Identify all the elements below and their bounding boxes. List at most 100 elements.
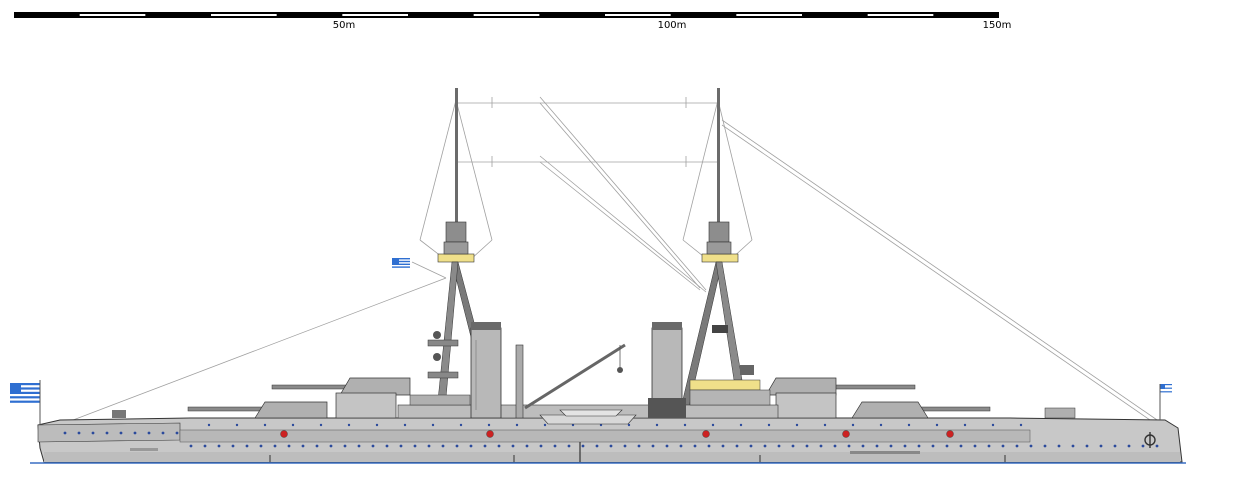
porthole <box>469 444 473 448</box>
porthole <box>217 444 221 448</box>
porthole <box>693 444 697 448</box>
casemate-emblem <box>842 430 850 438</box>
porthole <box>987 444 991 448</box>
greek-flag-fore <box>392 258 410 270</box>
porthole <box>1113 444 1117 448</box>
mainmast <box>677 88 743 421</box>
porthole <box>371 444 375 448</box>
porthole <box>455 444 459 448</box>
porthole <box>1019 423 1023 427</box>
boats <box>539 409 637 425</box>
scale-bar-segment <box>211 14 277 16</box>
porthole <box>553 444 557 448</box>
porthole <box>879 423 883 427</box>
porthole <box>679 444 683 448</box>
porthole <box>567 444 571 448</box>
casemate-emblem <box>486 430 494 438</box>
porthole <box>627 423 631 427</box>
porthole <box>403 423 407 427</box>
scale-bar-segment <box>736 14 802 16</box>
porthole <box>1029 444 1033 448</box>
porthole <box>357 444 361 448</box>
porthole <box>119 431 123 435</box>
scale-label-100m: 100m <box>658 20 687 31</box>
porthole <box>1057 444 1061 448</box>
porthole <box>287 444 291 448</box>
scale-bar-segment <box>473 14 540 16</box>
scale-bar-segment <box>79 14 146 16</box>
porthole <box>539 444 543 448</box>
porthole <box>581 444 585 448</box>
forward-turret-b <box>271 377 411 419</box>
porthole <box>487 423 491 427</box>
porthole <box>907 423 911 427</box>
porthole <box>739 423 743 427</box>
porthole <box>263 423 267 427</box>
porthole <box>767 423 771 427</box>
scale-bar-segment <box>342 14 408 16</box>
porthole <box>543 423 547 427</box>
scale-label-50m: 50m <box>333 20 355 31</box>
porthole <box>375 423 379 427</box>
porthole <box>413 444 417 448</box>
porthole <box>1085 444 1089 448</box>
porthole <box>147 431 151 435</box>
casemate-emblem <box>946 430 954 438</box>
red-emblems <box>280 430 954 438</box>
deck-fittings <box>112 407 1076 419</box>
greek-flag <box>10 380 41 425</box>
porthole <box>315 444 319 448</box>
porthole <box>777 444 781 448</box>
greek-flag-stern <box>1159 384 1172 420</box>
porthole <box>791 444 795 448</box>
porthole <box>91 431 95 435</box>
porthole <box>175 431 179 435</box>
porthole <box>833 444 837 448</box>
porthole <box>1001 444 1005 448</box>
porthole <box>935 423 939 427</box>
porthole <box>245 444 249 448</box>
aft-turret-b <box>851 401 991 419</box>
porthole <box>77 431 81 435</box>
porthole <box>497 444 501 448</box>
porthole <box>651 444 655 448</box>
porthole <box>319 423 323 427</box>
porthole <box>301 444 305 448</box>
casemate-emblem <box>280 430 288 438</box>
casemate-emblem <box>702 430 710 438</box>
porthole <box>973 444 977 448</box>
porthole <box>133 431 137 435</box>
porthole <box>959 444 963 448</box>
porthole <box>683 423 687 427</box>
porthole <box>665 444 669 448</box>
porthole <box>1099 444 1103 448</box>
porthole <box>763 444 767 448</box>
porthole <box>431 423 435 427</box>
anchor-icon <box>1144 432 1156 448</box>
porthole <box>399 444 403 448</box>
porthole <box>231 444 235 448</box>
aft-turret-a <box>765 377 916 419</box>
porthole <box>571 423 575 427</box>
portholes <box>63 423 1159 448</box>
scale-bar-segment <box>867 14 934 16</box>
porthole <box>851 423 855 427</box>
porthole <box>623 444 627 448</box>
porthole <box>931 444 935 448</box>
porthole <box>819 444 823 448</box>
porthole <box>161 431 165 435</box>
porthole <box>1141 444 1145 448</box>
fore-funnel <box>470 322 502 419</box>
rigging <box>59 96 1161 426</box>
hull <box>30 417 1186 464</box>
porthole <box>595 444 599 448</box>
porthole <box>823 423 827 427</box>
porthole <box>903 444 907 448</box>
porthole <box>847 444 851 448</box>
porthole <box>1043 444 1047 448</box>
porthole <box>105 431 109 435</box>
porthole <box>1155 444 1159 448</box>
porthole <box>963 423 967 427</box>
porthole <box>525 444 529 448</box>
